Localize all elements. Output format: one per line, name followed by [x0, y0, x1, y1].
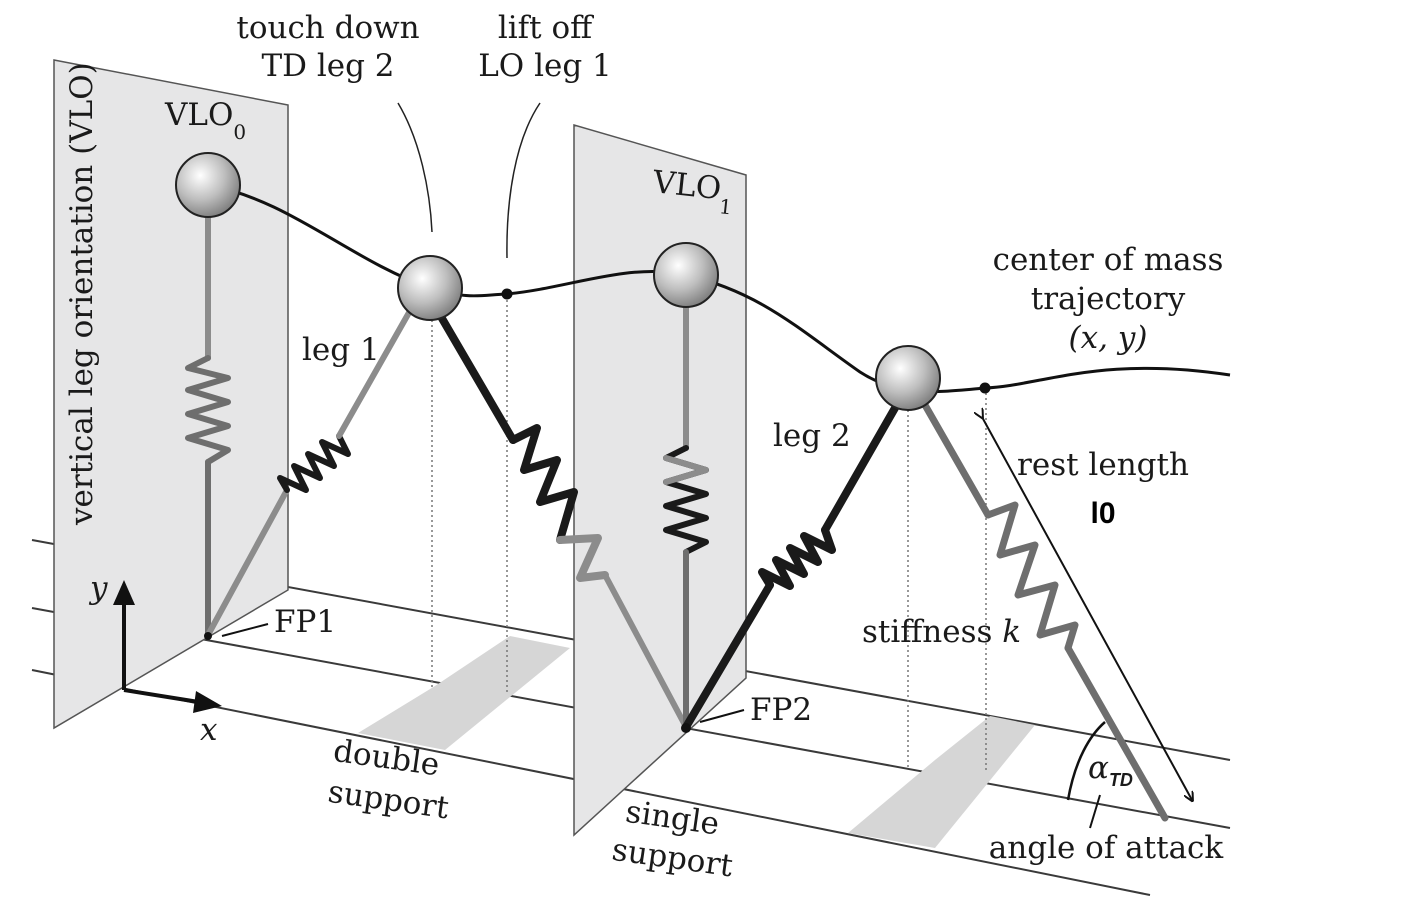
touch-down-label-line1: touch down — [236, 10, 419, 46]
leg-vlo0 — [185, 212, 231, 638]
vlo-next-marker — [979, 382, 991, 394]
vlo1-plane — [573, 124, 747, 837]
fp1-callout — [221, 623, 269, 637]
touch-down-label-line2: TD leg 2 — [261, 48, 394, 84]
lift-off-marker — [501, 288, 513, 300]
lift-off-label-line1: lift off — [498, 10, 594, 46]
angle-callout — [1089, 794, 1101, 829]
leg-2-label: leg 2 — [773, 418, 851, 454]
double-support-patch — [358, 636, 570, 750]
touch-down-callout — [397, 102, 433, 233]
single-support-patch-right — [848, 716, 1035, 848]
angle-of-attack-label: angle of attack — [989, 830, 1224, 866]
stiffness-label: stiffness k — [862, 614, 1021, 650]
x-axis-label: x — [200, 712, 218, 748]
coordinate-axes — [113, 580, 222, 713]
foot-point-fp2 — [681, 723, 691, 733]
foot-point-fp1 — [204, 632, 212, 640]
mass-ball-touchdown — [397, 255, 463, 321]
leg-vlo1 — [663, 297, 709, 730]
mass-ball-next — [875, 345, 941, 411]
mass-ball-vlo1 — [653, 242, 719, 308]
com-label-line2: trajectory — [1031, 281, 1186, 317]
rest-length-arrow — [982, 417, 1192, 800]
lift-off-callout — [506, 102, 541, 259]
mass-ball-vlo0 — [175, 152, 241, 218]
vlo0-plane — [53, 59, 289, 730]
com-label-line1: center of mass — [993, 242, 1224, 278]
alpha-td-label: αTD — [1088, 750, 1133, 790]
leg-1-label: leg 1 — [302, 332, 380, 368]
y-axis-label: y — [88, 570, 108, 606]
vlo0-label: VLO0 — [164, 97, 246, 144]
lift-off-label-line2: LO leg 1 — [478, 48, 612, 84]
leg-2 — [682, 404, 899, 731]
angle-arc — [1066, 721, 1106, 801]
fp1-label: FP1 — [274, 604, 336, 640]
mass-balls — [175, 152, 941, 411]
leg-2-touchdown — [436, 311, 689, 730]
rest-length-label: rest length — [1017, 447, 1189, 483]
vertical-axis-title: vertical leg orientation (VLO) — [64, 62, 100, 526]
com-label-line3: (x, y) — [1069, 320, 1148, 356]
rest-length-symbol: l0 — [1090, 497, 1115, 530]
fp2-label: FP2 — [750, 692, 812, 728]
fp2-callout — [699, 709, 745, 723]
leg-1 — [205, 299, 418, 638]
vlo1-label: VLO1 — [649, 164, 736, 219]
